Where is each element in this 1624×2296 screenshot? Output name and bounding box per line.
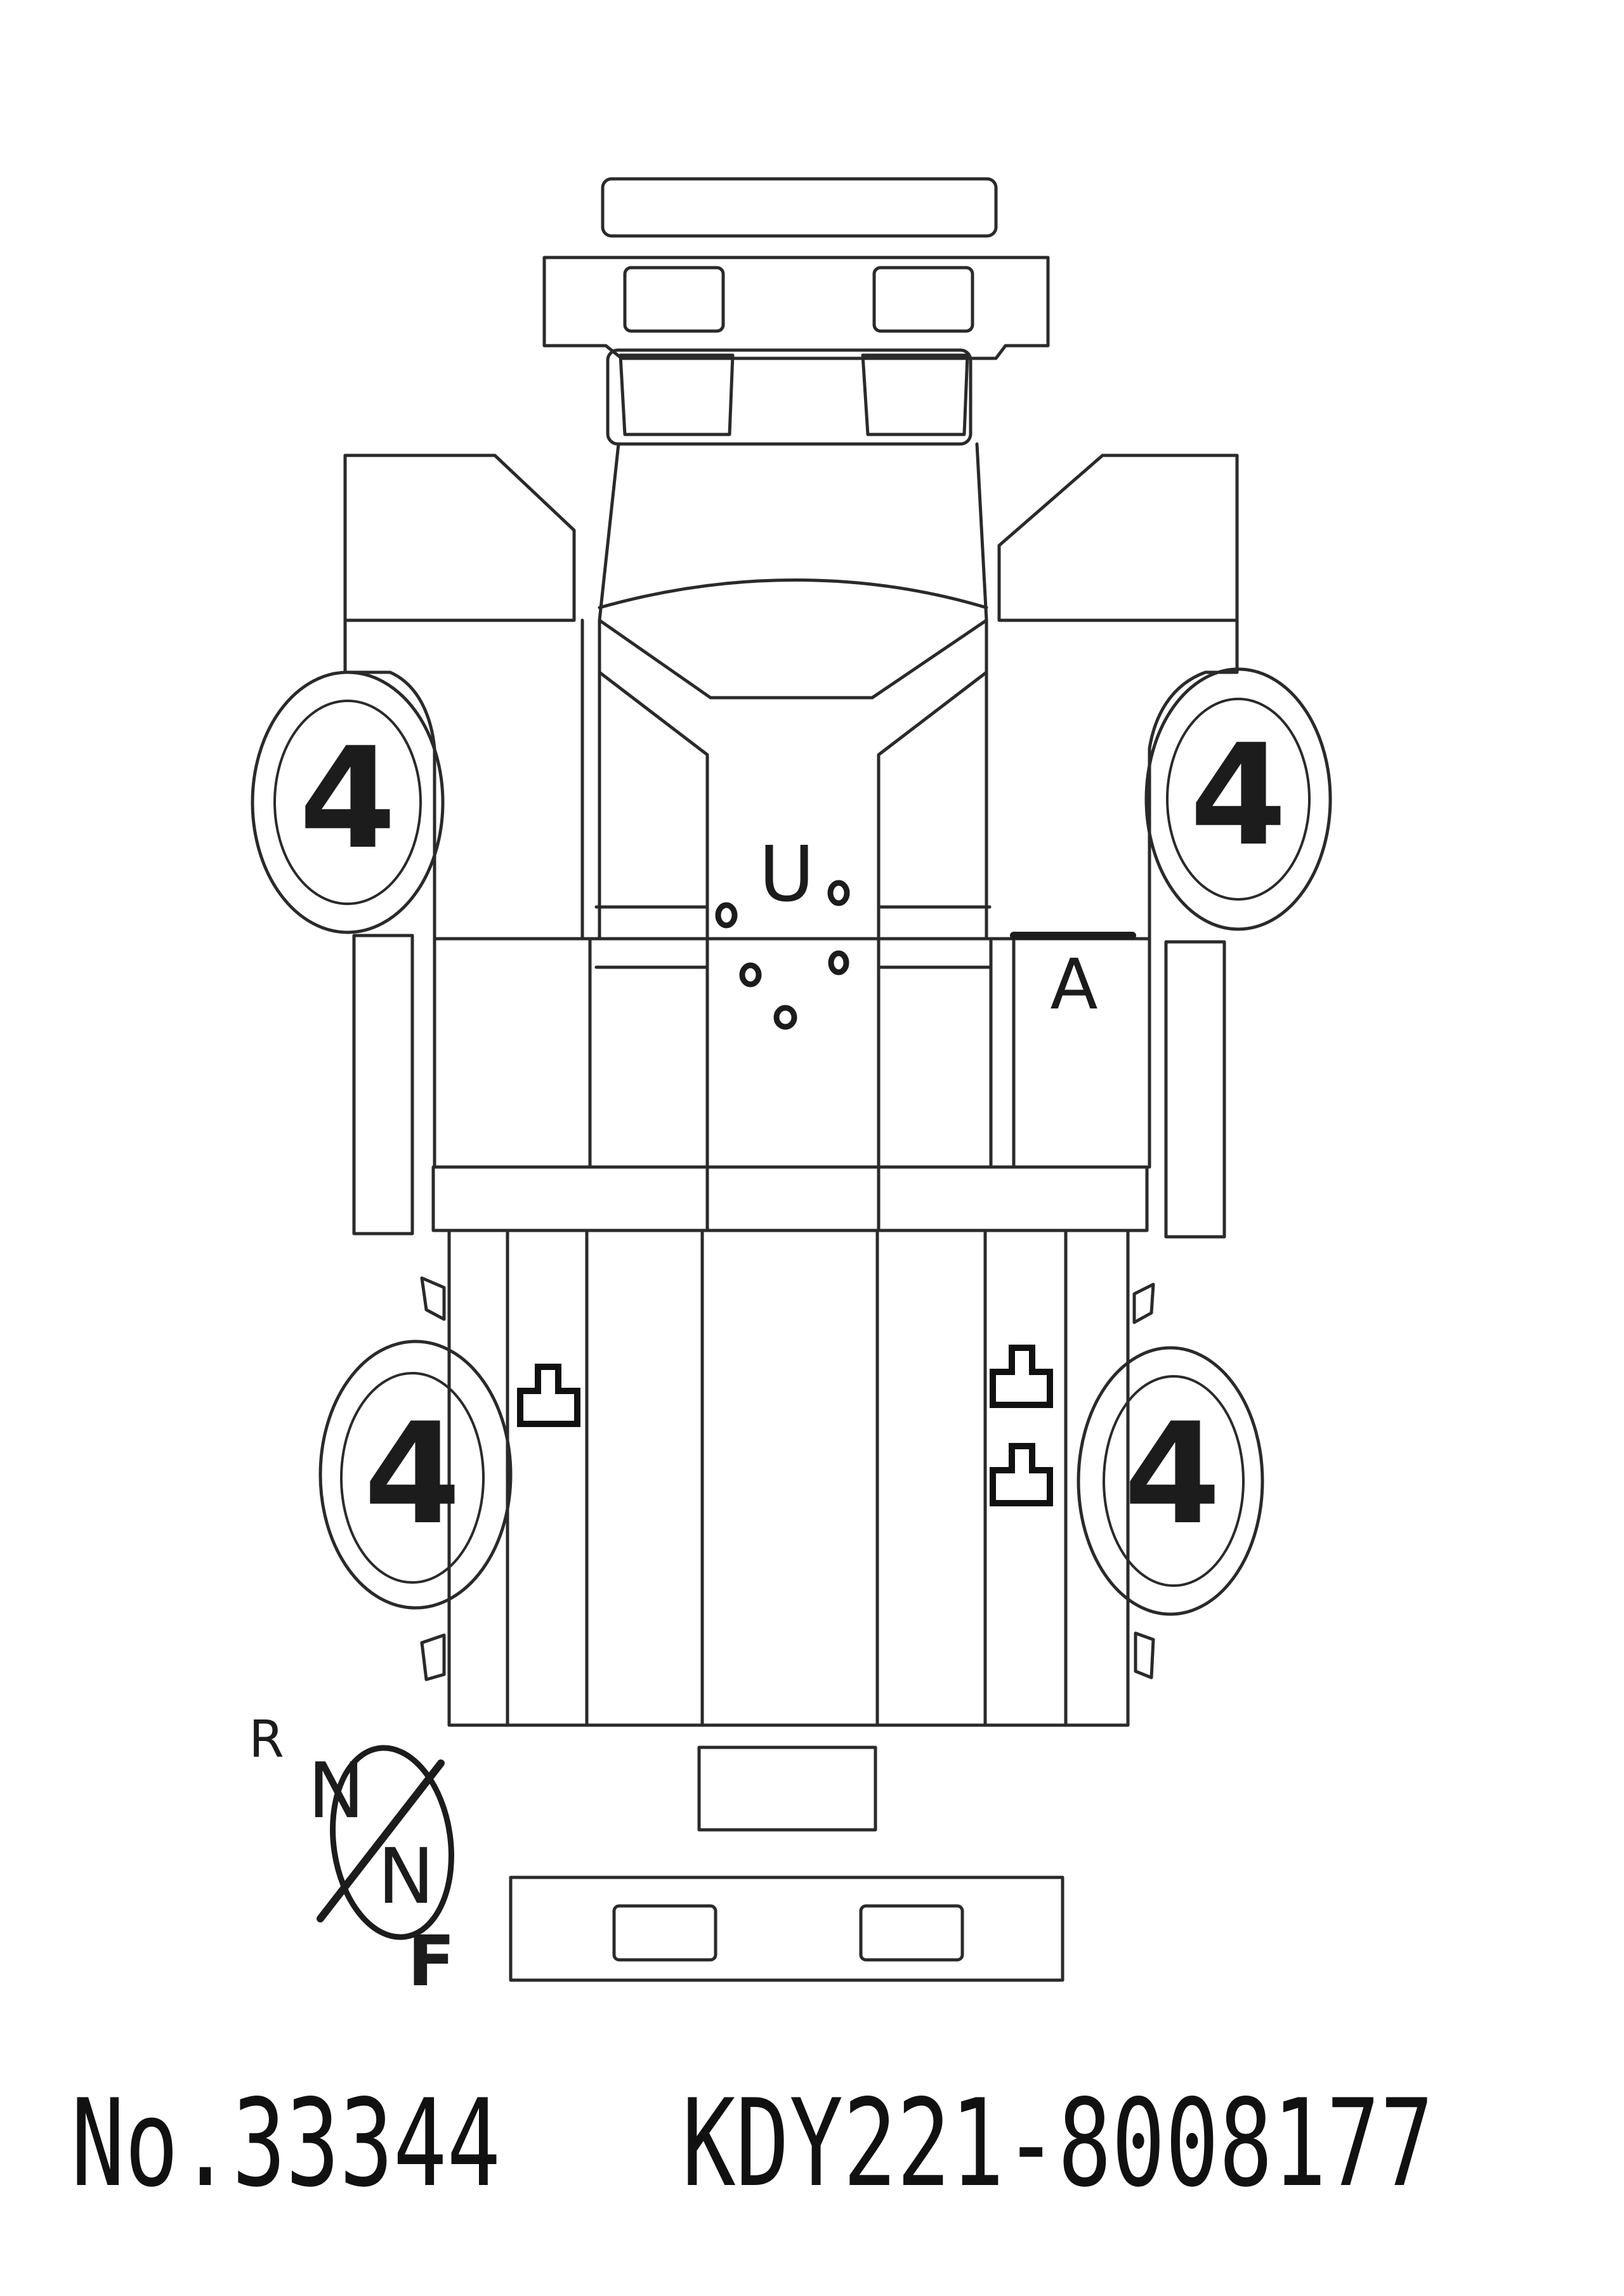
rear-mud-flaps: [420, 1276, 1155, 1681]
damage-a-mark: A: [1010, 932, 1136, 1025]
left-side-step: [352, 934, 414, 1236]
dent-stamp-right-upper: [990, 1345, 1053, 1408]
damage-code-a: A: [1050, 944, 1097, 1025]
rear-right-wheel: 4: [1077, 1346, 1264, 1616]
cab-body: [433, 905, 1151, 1169]
right-front-fender: [985, 453, 1239, 941]
handwritten-compass: R N N F: [249, 1710, 455, 2002]
rear-right-wheel-grade: 4: [1123, 1393, 1221, 1555]
chassis-number: KDY221-8008177: [682, 2073, 1434, 2214]
lot-number: No.33344: [71, 2073, 501, 2214]
damage-u-cluster: U: [715, 831, 850, 1030]
windscreen-pillars: [598, 618, 988, 1169]
front-bumper: [601, 177, 998, 238]
front-left-wheel-grade: 4: [299, 717, 396, 880]
dent-stamp-right-lower: [990, 1443, 1053, 1506]
rear-bed: [447, 1229, 1130, 1727]
dent-stamp-left: [517, 1364, 580, 1427]
damage-code-u: U: [759, 831, 815, 919]
front-right-wheel: 4: [1144, 667, 1332, 931]
rear-bumper: [509, 1875, 1064, 1982]
compass-r: R: [249, 1710, 284, 1769]
headlight-area: [606, 348, 972, 446]
front-right-wheel-grade: 4: [1189, 714, 1287, 877]
front-panel: [542, 256, 1050, 360]
rear-left-wheel: 4: [318, 1340, 513, 1610]
compass-n-lower: N: [377, 1833, 435, 1921]
hood: [598, 442, 988, 700]
rear-panel: [697, 1745, 877, 1832]
right-side-step: [1164, 940, 1226, 1239]
cab-rear-crossmember: [431, 1165, 1149, 1232]
front-left-wheel: 4: [251, 670, 445, 934]
rear-left-wheel-grade: 4: [363, 1393, 461, 1555]
